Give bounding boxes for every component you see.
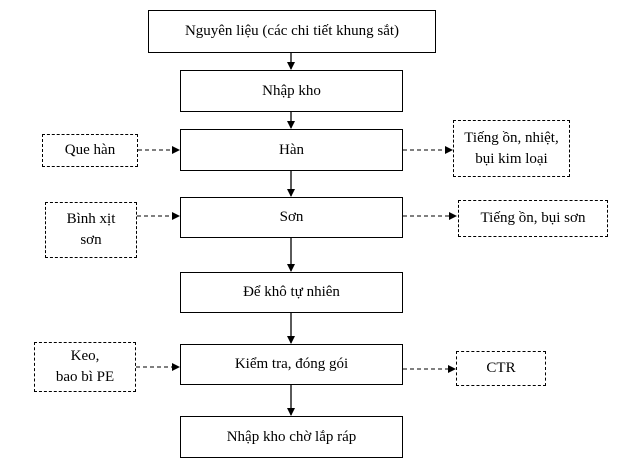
input-welding-rod: Que hàn [42,134,138,167]
output-label: Tiếng ồn, bụi sơn [480,210,586,226]
step-label: Hàn [279,141,304,158]
input-spray-paint: Bình xịt sơn [45,202,137,258]
step-label: Sơn [279,209,304,225]
input-glue-packaging: Keo, bao bì PE [34,342,136,392]
input-label: Bình xịt sơn [66,211,116,248]
output-label: Tiếng ồn, nhiệt, bụi kim loại [464,129,559,167]
step-label: Kiểm tra, đóng gói [234,356,349,372]
step-inspection-packing: Kiểm tra, đóng gói [180,344,403,385]
output-welding-emissions: Tiếng ồn, nhiệt, bụi kim loại [453,120,570,177]
step-warehouse-in: Nhập kho [180,70,403,112]
step-painting: Sơn [180,197,403,238]
output-painting-emissions: Tiếng ồn, bụi sơn [458,200,608,237]
step-raw-materials: Nguyên liệu (các chi tiết khung sắt) [148,10,436,53]
step-label: Nguyên liệu (các chi tiết khung sắt) [184,23,400,39]
step-label: Để khô tự nhiên [243,284,340,300]
step-label: Nhập kho [262,82,321,99]
step-welding: Hàn [180,129,403,171]
output-label: CTR [486,360,516,376]
step-storage-assembly: Nhập kho chờ lắp ráp [180,416,403,458]
output-solid-waste: CTR [456,351,546,386]
input-label: Keo, bao bì PE [55,348,115,385]
input-label: Que hàn [64,142,116,158]
step-label: Nhập kho chờ lắp ráp [226,428,357,445]
step-air-drying: Để khô tự nhiên [180,272,403,313]
